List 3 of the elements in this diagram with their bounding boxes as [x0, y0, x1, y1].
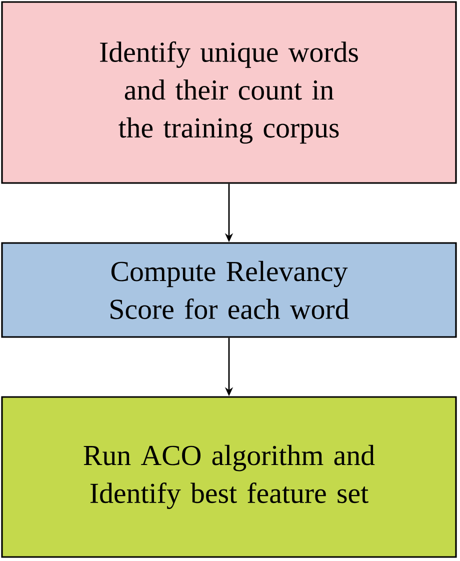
process-box: Identify unique words and their count in the training corpus: [1, 1, 457, 184]
process-box: Run ACO algorithm and Identify best feature set: [1, 396, 457, 558]
process-box: Compute Relevancy Score for each word: [1, 242, 457, 338]
